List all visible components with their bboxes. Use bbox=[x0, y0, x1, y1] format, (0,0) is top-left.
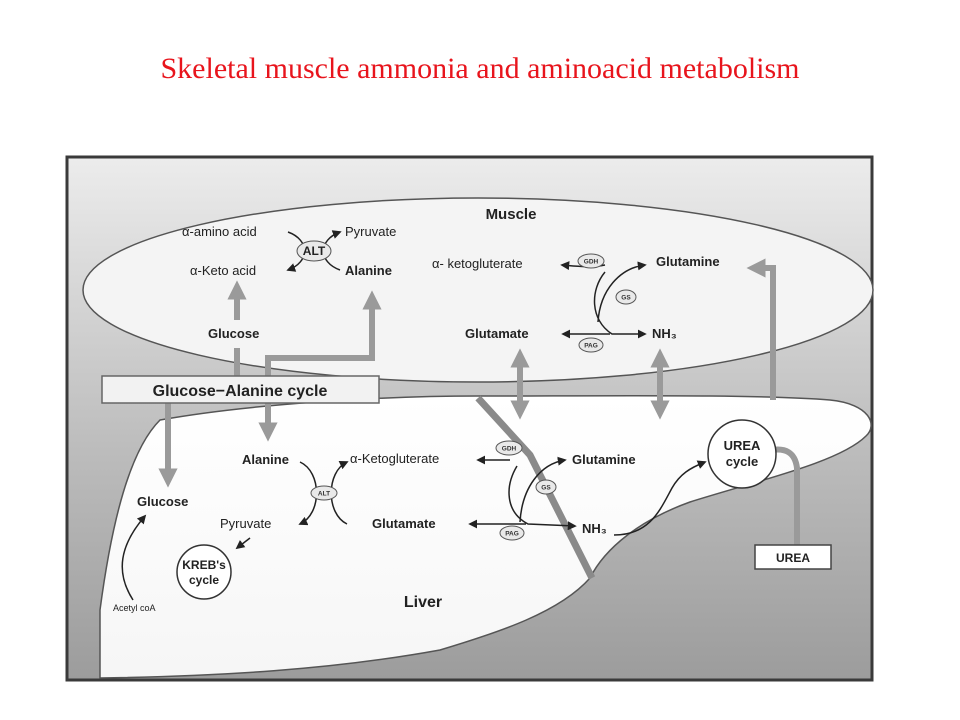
liver-glutamine: Glutamine bbox=[572, 452, 636, 467]
urea-box bbox=[754, 544, 832, 570]
muscle-alpha-amino-acid: α-amino acid bbox=[182, 224, 257, 239]
liver-gs-arrow bbox=[519, 456, 567, 523]
muscle-alpha-keto-acid: α-Keto acid bbox=[190, 263, 256, 278]
muscle-alt-label: ALT bbox=[303, 244, 326, 258]
muscle-gs-enzyme bbox=[615, 289, 637, 305]
liver-pag-label: PAG bbox=[505, 531, 519, 538]
liver-alt-label: ALT bbox=[318, 491, 330, 498]
urea-cycle-line2: cycle bbox=[726, 454, 759, 469]
muscle-nh3: NH₃ bbox=[652, 326, 677, 341]
muscle-gdh-enzyme bbox=[577, 253, 605, 269]
liver-glucose: Glucose bbox=[137, 494, 188, 509]
liver-alpha-ketoglutarate: α-Ketogluterate bbox=[350, 451, 439, 466]
muscle-gdh-label: GDH bbox=[584, 259, 599, 266]
krebs-cycle-circle bbox=[176, 544, 232, 600]
muscle-pag-label: PAG bbox=[584, 343, 598, 350]
cycle-label: Glucose−Alanine cycle bbox=[153, 383, 328, 400]
pyruvate-to-krebs-arrow bbox=[235, 537, 251, 550]
liver-gdh-enzyme bbox=[495, 440, 523, 456]
muscle-alanine: Alanine bbox=[345, 263, 392, 278]
cycle-label-box bbox=[101, 375, 380, 404]
liver-alt-enzyme bbox=[310, 485, 338, 501]
liver-pag-enzyme bbox=[499, 525, 525, 541]
muscle-glutamate: Glutamate bbox=[465, 326, 529, 341]
liver-pyruvate: Pyruvate bbox=[220, 516, 271, 531]
urea-cycle-line1: UREA bbox=[724, 438, 761, 453]
liver-lobe-divider bbox=[475, 395, 596, 580]
liver-shape bbox=[99, 394, 872, 679]
liver-glutamate-nh3-curve bbox=[508, 465, 577, 531]
muscle-glucose: Glucose bbox=[208, 326, 259, 341]
urea-cycle-circle bbox=[707, 419, 777, 489]
krebs-cycle-line1: KREB's bbox=[182, 558, 226, 572]
muscle-gs-label: GS bbox=[621, 295, 631, 302]
liver-gs-enzyme bbox=[535, 479, 557, 495]
glutamine-to-muscle-arrow bbox=[746, 258, 776, 400]
muscle-pyruvate: Pyruvate bbox=[345, 224, 396, 239]
liver-alanine: Alanine bbox=[242, 452, 289, 467]
liver-gs-label: GS bbox=[541, 485, 551, 492]
slide-title: Skeletal muscle ammonia and aminoacid me… bbox=[160, 52, 800, 85]
muscle-alt-enzyme bbox=[296, 240, 332, 262]
acetyl-coa-to-glucose-arrow bbox=[121, 514, 147, 601]
muscle-gs-arrow bbox=[597, 261, 647, 323]
acetyl-coa: Acetyl coA bbox=[113, 603, 156, 613]
muscle-pag-enzyme bbox=[578, 337, 604, 353]
liver-glutamate: Glutamate bbox=[372, 516, 436, 531]
muscle-glutamine: Glutamine bbox=[656, 254, 720, 269]
muscle-label: Muscle bbox=[486, 206, 537, 223]
nh3-to-urea-cycle-arrow bbox=[613, 460, 707, 536]
muscle-glutamate-nh3-curve bbox=[593, 271, 647, 339]
liver-nh3: NH₃ bbox=[582, 521, 607, 536]
muscle-alpha-ketoglutarate: α- ketogluterate bbox=[432, 256, 523, 271]
liver-label: Liver bbox=[404, 594, 442, 611]
liver-gdh-label: GDH bbox=[502, 446, 517, 453]
krebs-cycle-line2: cycle bbox=[189, 573, 219, 587]
urea-label: UREA bbox=[776, 551, 810, 565]
